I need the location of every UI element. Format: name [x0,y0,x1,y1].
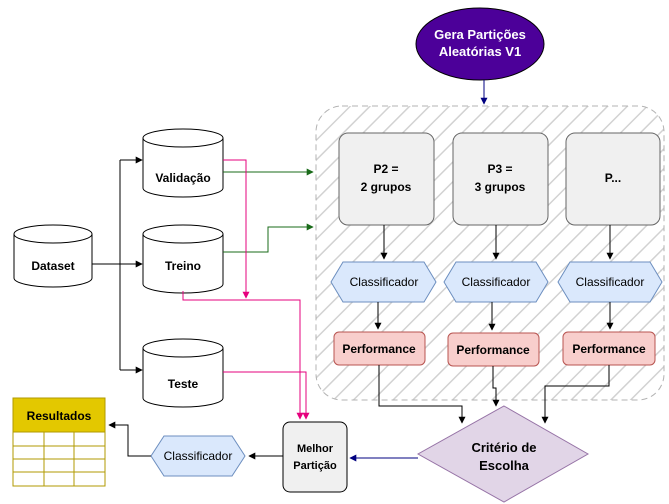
final-classifier-hex: Classificador [150,435,246,477]
melhor-particao-box: Melhor Partição [282,421,348,493]
performance-box-1: Performance [333,331,426,366]
partition-box-p3: P3 = 3 grupos [452,132,549,226]
dataset-label: Dataset [31,259,74,273]
performance-1-label: Performance [342,342,416,356]
arrow-validacao-pink [223,159,250,299]
melhor-line2: Partição [293,460,337,472]
performance-box-3: Performance [562,331,656,366]
classifier-1-label: Classificador [350,275,419,289]
criterio-line1: Critério de [471,440,536,455]
performance-2-label: Performance [456,343,530,357]
p3-line2: 3 grupos [475,180,526,194]
arrow-perf1-to-criterio [378,365,466,424]
arrow-classifier-to-results [108,421,151,457]
final-classifier-label: Classificador [164,449,233,463]
resultados-table: Resultados [12,397,106,487]
classifier-hex-3: Classificador [557,261,663,303]
classifier-hex-2: Classificador [443,261,549,303]
melhor-line1: Melhor [297,443,334,455]
teste-label: Teste [168,377,199,391]
arrow-treino-to-partitions [223,223,314,253]
performance-box-2: Performance [447,332,540,367]
classifier-hex-1: Classificador [330,261,437,303]
classifier-3-label: Classificador [576,275,645,289]
partition-box-pn: P... [565,132,661,226]
pn-line1: P... [605,171,621,185]
teste-cylinder: Teste [142,338,224,408]
p2-line2: 2 grupos [361,180,412,194]
partition-box-p2: P2 = 2 grupos [338,132,435,226]
treino-cylinder: Treino [142,224,224,294]
arrow-perf2-to-criterio [492,366,500,407]
p2-line1: P2 = [373,162,398,176]
criterio-diamond: Critério de Escolha [416,405,590,503]
validacao-label: Validação [155,171,210,185]
validacao-cylinder: Validação [142,128,224,198]
arrow-perf3-to-criterio [541,365,610,424]
generate-line2: Aleatórias V1 [439,44,521,59]
p3-line1: P3 = [487,162,512,176]
criterio-line2: Escolha [479,458,530,473]
resultados-label: Resultados [27,409,92,423]
generate-partitions-node: Gera Partições Aleatórias V1 [415,7,545,81]
classifier-2-label: Classificador [462,275,531,289]
dataset-cylinder: Dataset [13,224,93,288]
generate-line1: Gera Partições [434,27,526,42]
performance-3-label: Performance [572,342,646,356]
treino-label: Treino [165,259,201,273]
arrow-teste-to-melhor [223,371,310,420]
arrow-treino-to-melhor [182,291,304,420]
